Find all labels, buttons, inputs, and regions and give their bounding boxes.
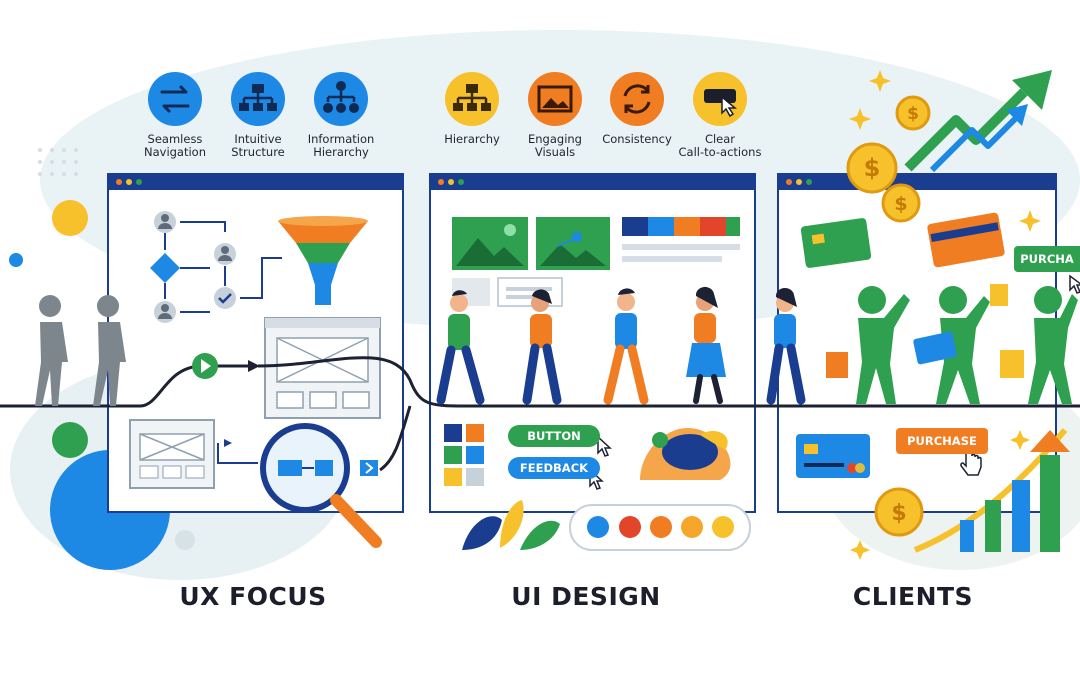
svg-text:$: $ xyxy=(894,193,907,215)
happy-client-icon xyxy=(1000,286,1078,404)
growth-arrow-icon xyxy=(904,70,1052,173)
walking-person-icon xyxy=(603,288,649,405)
svg-text:$: $ xyxy=(891,501,906,526)
ui-person-icons xyxy=(436,286,806,405)
hierarchy-icon xyxy=(314,72,368,126)
icon-label-engaging-visuals: Engaging Visuals xyxy=(528,132,582,159)
icon-label-information-hierarchy: Information Hierarchy xyxy=(307,132,375,159)
icon-label-seamless-navigation: Seamless Navigation xyxy=(143,132,207,159)
image-tile-2 xyxy=(536,217,610,270)
section-title-ux-focus: UX FOCUS xyxy=(179,582,327,611)
walking-person-icon xyxy=(766,287,806,405)
bar-growth-icon xyxy=(913,428,1070,553)
wireframe-card-small xyxy=(129,419,215,489)
sparkle-icons xyxy=(849,70,1041,560)
decorative-dots xyxy=(38,148,78,176)
text-block xyxy=(497,277,563,307)
coin-icon: $ $ $ $ xyxy=(846,95,931,537)
click-button-icon xyxy=(693,72,747,126)
icon-label-intuitive-structure: Intuitive Structure xyxy=(231,132,285,159)
color-swatch-grid xyxy=(444,424,484,486)
purchase-button-top: PURCHA xyxy=(1014,246,1080,272)
section-title-ui-design: UI DESIGN xyxy=(511,582,661,611)
arrows-exchange-icon xyxy=(148,72,202,126)
user-flow-diagram xyxy=(150,211,282,323)
credit-card-icon xyxy=(800,218,872,268)
happy-client-icon xyxy=(826,286,910,404)
ux-browser-window xyxy=(107,173,404,513)
refresh-cycle-icon xyxy=(610,72,664,126)
image-icon xyxy=(528,72,582,126)
flow-arrow xyxy=(217,443,258,464)
svg-text:$: $ xyxy=(864,154,881,182)
sitemap-icon xyxy=(231,72,285,126)
section-title-clients: CLIENTS xyxy=(852,582,974,611)
ux-icon-circles xyxy=(148,72,368,126)
purchase-button-bottom: PURCHASE xyxy=(896,428,988,454)
happy-client-icon xyxy=(913,284,1008,404)
hierarchy-icon xyxy=(445,72,499,126)
walking-person-icon xyxy=(522,289,562,405)
ui-icon-circles xyxy=(445,72,747,126)
icon-label-clear-call-to-actions: Clear Call-to-actions xyxy=(678,132,762,159)
button-pill: BUTTON xyxy=(508,425,600,447)
funnel-icon xyxy=(278,216,368,305)
walking-person-icon xyxy=(686,286,726,404)
wireframe-card xyxy=(264,317,381,419)
happy-client-icons xyxy=(826,284,1078,404)
credit-card-icon xyxy=(796,434,870,478)
color-dot-selector xyxy=(569,504,751,551)
icon-label-hierarchy: Hierarchy xyxy=(444,132,500,146)
feedback-pill: FEEDBACK xyxy=(508,457,600,479)
abstract-art-shape xyxy=(640,428,731,480)
icon-label-consistency: Consistency xyxy=(602,132,672,146)
svg-text:$: $ xyxy=(907,104,919,124)
leaf-shapes xyxy=(462,500,560,550)
image-tile-1 xyxy=(452,217,528,270)
grey-person-icons xyxy=(35,295,126,406)
magnifier-icon xyxy=(260,423,382,548)
walking-person-icon xyxy=(436,290,485,405)
color-palette-bar xyxy=(622,217,740,262)
credit-card-icon xyxy=(927,212,1005,268)
